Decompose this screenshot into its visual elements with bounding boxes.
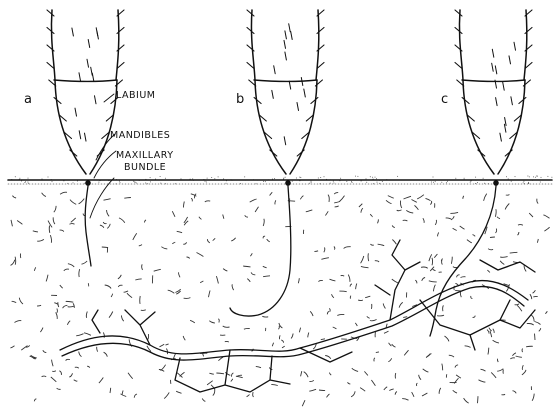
panel-letter-c: c (441, 92, 448, 107)
panel-b-mouthparts (247, 10, 324, 174)
plant-tissue-texture (10, 176, 552, 407)
panel-c-mouthparts (455, 10, 532, 174)
entry-point-b (285, 180, 291, 186)
panel-a-mouthparts (47, 10, 124, 174)
label-maxillary: MAXILLARY (116, 150, 174, 161)
stylet-bundle-b (230, 186, 291, 316)
vascular-network (60, 240, 535, 392)
stylet-bundle-a (85, 186, 91, 266)
entry-point-a (85, 180, 91, 186)
label-mandibles: MANDIBLES (110, 130, 170, 141)
stylet-bundle-c (430, 186, 496, 336)
panel-letter-a: a (24, 92, 32, 107)
label-bundle: BUNDLE (124, 162, 166, 173)
entry-point-c (493, 180, 499, 186)
label-leaders (90, 94, 116, 218)
label-labium: LABIUM (116, 90, 155, 101)
panel-letter-b: b (236, 92, 244, 107)
